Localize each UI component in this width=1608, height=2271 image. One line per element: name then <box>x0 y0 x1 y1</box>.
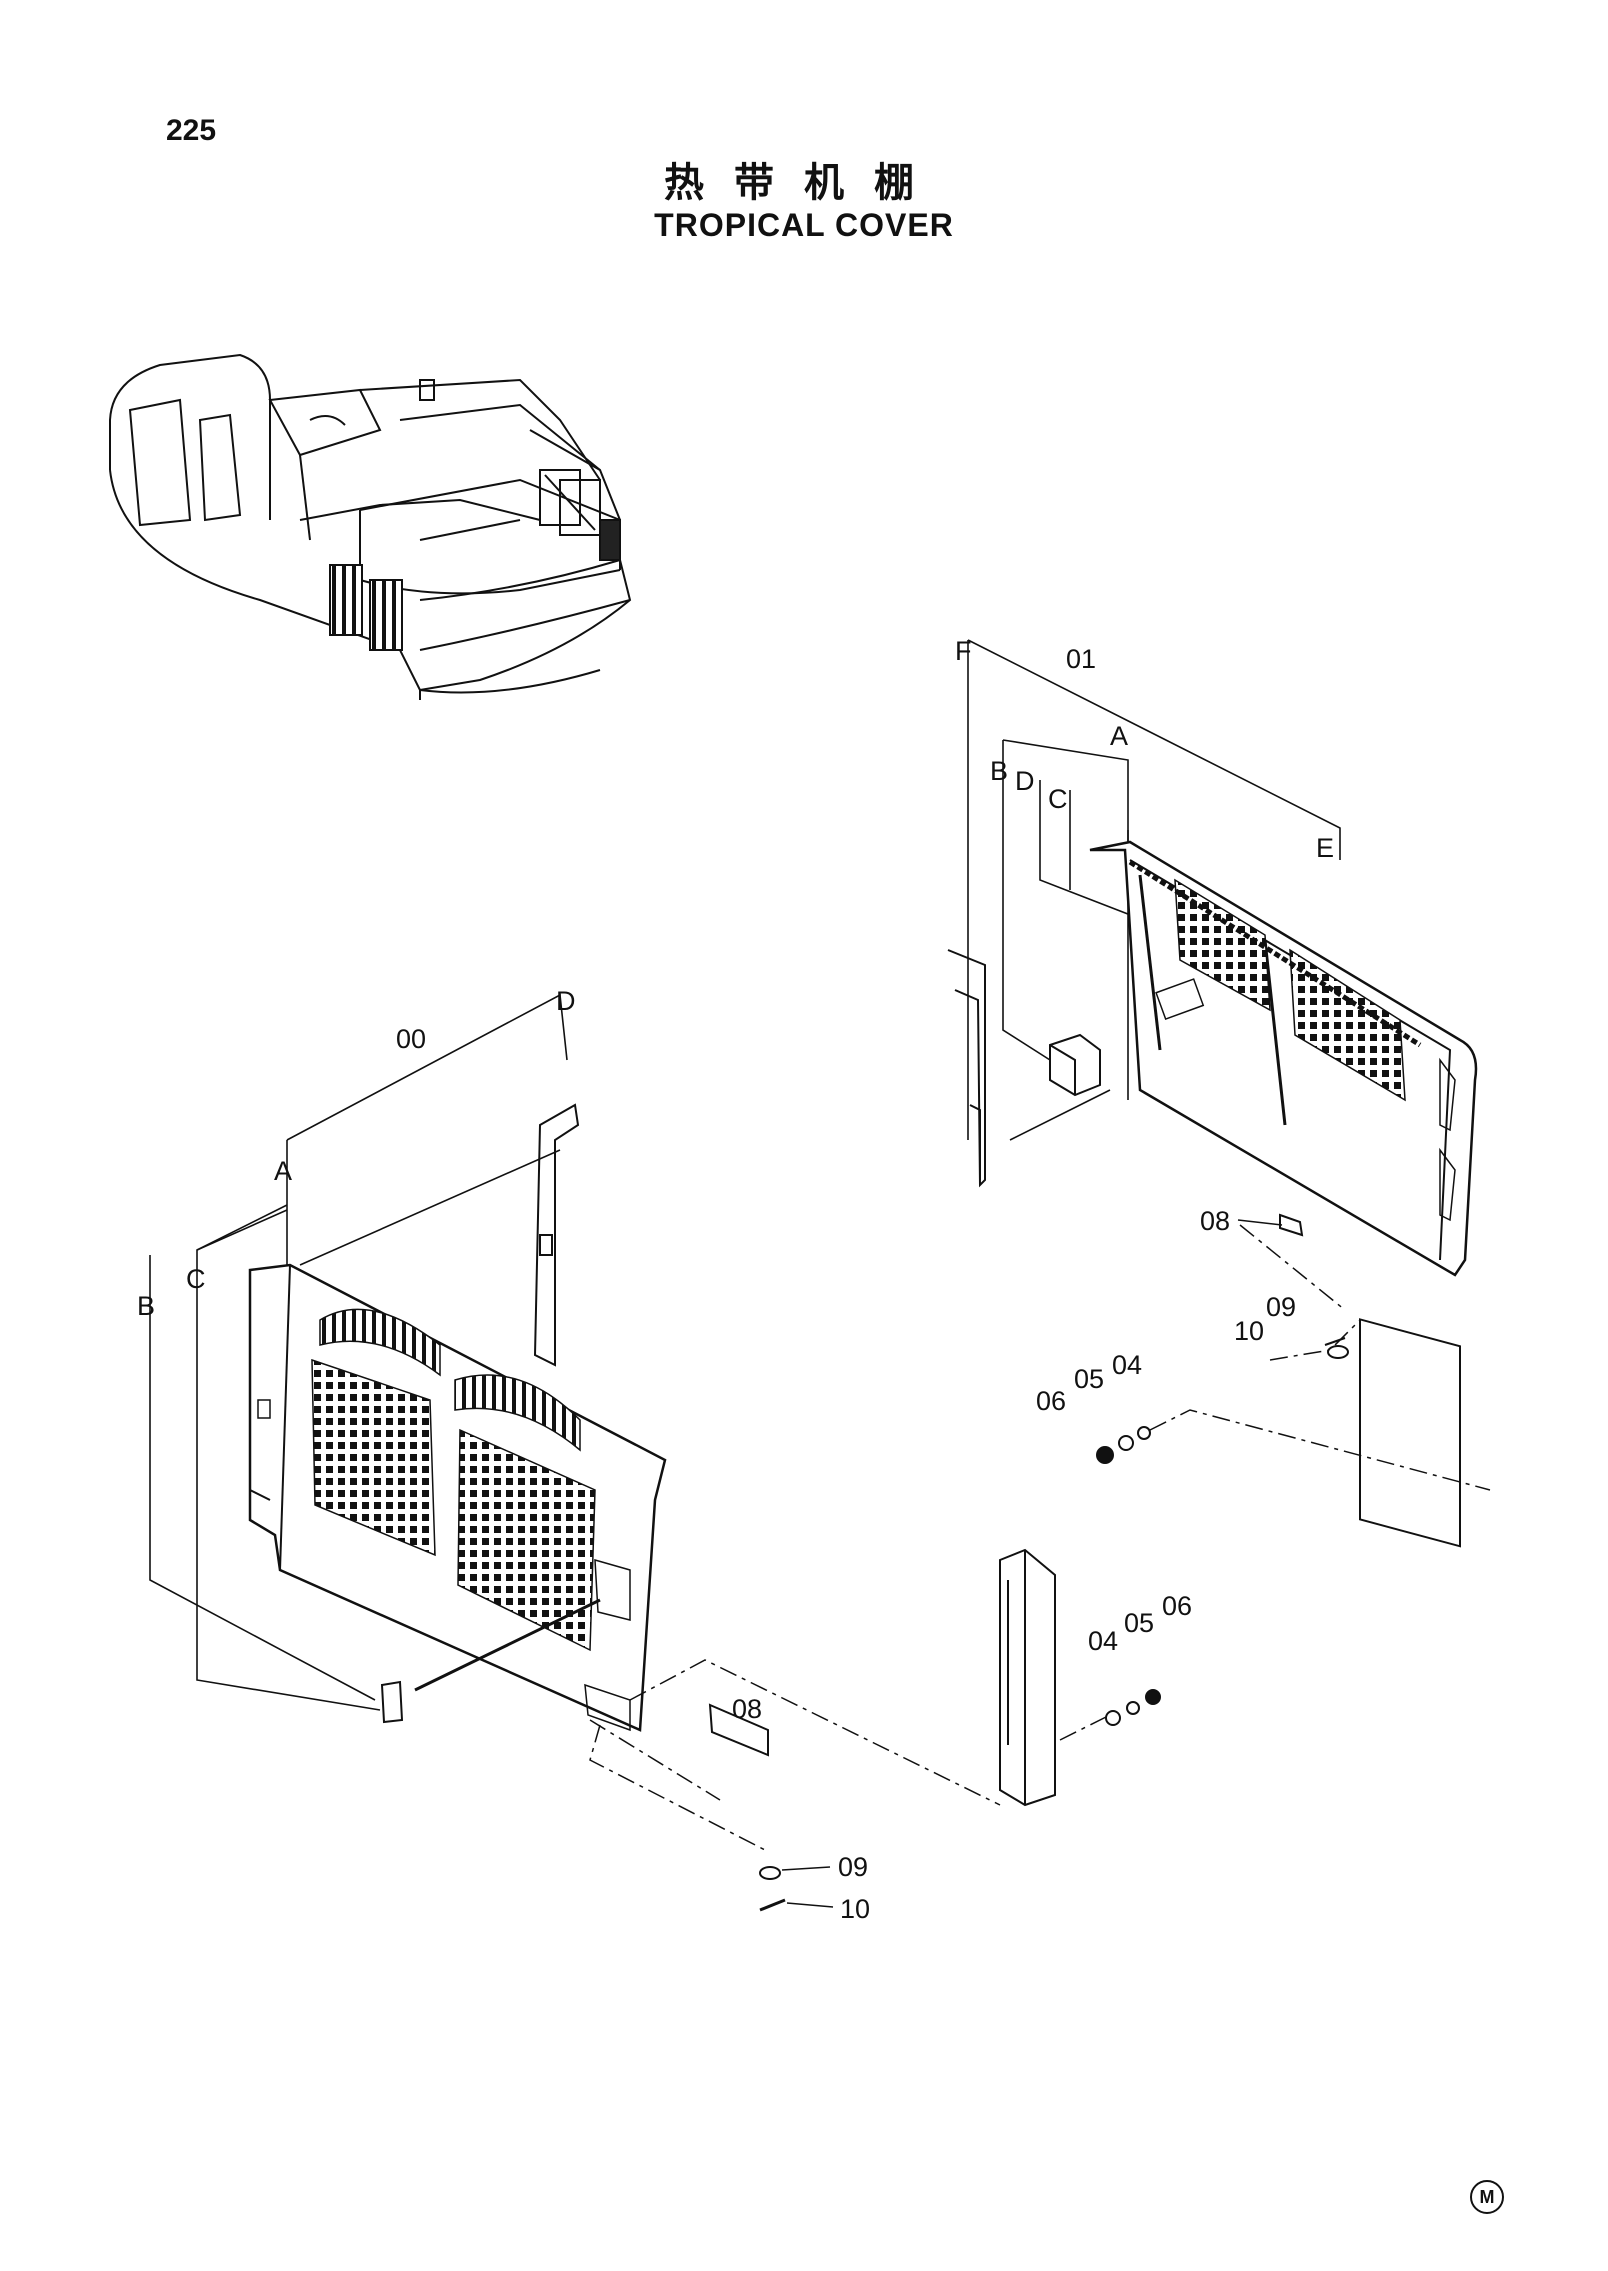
right-fasteners <box>1096 1213 1349 1464</box>
callout-d-right: D <box>1015 766 1035 796</box>
callout-08-left: 08 <box>732 1694 762 1724</box>
callout-a-left: A <box>274 1156 292 1186</box>
left-cover-leader <box>414 1598 601 1692</box>
pin-icon <box>708 1703 769 1757</box>
washer-icon <box>759 1866 781 1880</box>
callout-e: E <box>1316 833 1334 863</box>
right-side-post-icon <box>1359 1318 1461 1548</box>
right-bracket-icon <box>1049 1033 1101 1097</box>
callout-10-left: 10 <box>840 1894 870 1924</box>
excavator-tropical-cover-location <box>539 469 621 561</box>
callout-c-left: C <box>186 1264 206 1294</box>
pin-icon <box>1279 1213 1304 1237</box>
callout-08-right: 08 <box>1200 1206 1230 1236</box>
left-fastener-leaders <box>589 1659 1111 1851</box>
callout-05-left: 05 <box>1124 1608 1154 1638</box>
bolt-icon <box>1145 1689 1161 1705</box>
washer-icon <box>1327 1345 1349 1359</box>
callout-f: F <box>955 636 972 666</box>
callout-00: 00 <box>396 1024 426 1054</box>
callout-c-right: C <box>1048 784 1068 814</box>
washer-icon <box>1105 1710 1121 1726</box>
left-cover-panel-icon <box>248 1263 667 1732</box>
bolt-icon <box>1096 1446 1114 1464</box>
washer-icon <box>1137 1426 1151 1440</box>
excavator-overview-icon <box>109 353 632 700</box>
callout-b-left: B <box>137 1291 155 1321</box>
callout-06-right: 06 <box>1036 1386 1066 1416</box>
washer-icon <box>1118 1435 1134 1451</box>
right-cover-panel-icon <box>1089 840 1478 1277</box>
callout-09-left: 09 <box>838 1852 868 1882</box>
pin-icon <box>759 1898 786 1912</box>
washer-icon <box>1126 1701 1140 1715</box>
left-side-post-icon <box>999 1548 1056 1807</box>
excavator-vent-2 <box>369 579 403 651</box>
callout-04-left: 04 <box>1088 1626 1118 1656</box>
callout-06-left: 06 <box>1162 1591 1192 1621</box>
page-title-chinese: 热带机棚 <box>664 161 944 205</box>
callout-10-right: 10 <box>1234 1316 1264 1346</box>
callout-04-right: 04 <box>1112 1350 1142 1380</box>
left-side-strip-icon <box>533 1103 580 1367</box>
callout-leaders <box>781 1219 1283 1908</box>
left-fasteners <box>708 1689 1161 1912</box>
page-title: TROPICAL COVER <box>654 207 954 243</box>
callout-a-right: A <box>1110 721 1128 751</box>
callout-05-right: 05 <box>1074 1364 1104 1394</box>
right-side-strip-icon <box>947 949 986 1188</box>
page-number: 225 <box>166 114 217 147</box>
left-bracket-icon <box>380 1680 404 1724</box>
callout-b-right: B <box>990 756 1008 786</box>
pin-icon <box>1324 1337 1346 1346</box>
callout-d-left: D <box>556 986 576 1016</box>
manufacturer-mark: M <box>1470 2180 1504 2214</box>
left-assembly-leaders <box>149 993 568 1711</box>
callout-01: 01 <box>1066 644 1096 674</box>
callout-09-right: 09 <box>1266 1292 1296 1322</box>
excavator-vent-1 <box>329 564 363 636</box>
